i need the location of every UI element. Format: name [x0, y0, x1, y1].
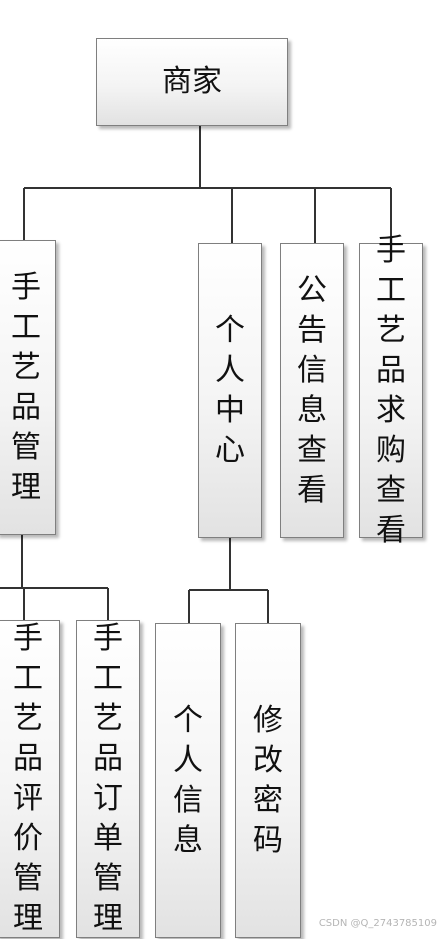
node-craft-order-manage-label: 手工艺品订单管理: [93, 621, 123, 936]
node-craft-manage-label: 手工艺品管理: [11, 269, 41, 505]
node-craft-request-view-label: 手工艺品求购查看: [376, 232, 406, 548]
node-merchant-label: 商家: [162, 64, 222, 99]
node-personal-info: 个人信息: [155, 623, 221, 938]
node-personal-info-label: 个人信息: [173, 702, 203, 858]
node-craft-review-manage-label: 手工艺品评价管理: [13, 621, 43, 936]
node-craft-order-manage: 手工艺品订单管理: [76, 620, 140, 938]
node-notice-view-label: 公告信息查看: [297, 272, 327, 508]
watermark-text: CSDN @Q_2743785109: [318, 918, 437, 929]
node-merchant: 商家: [96, 38, 288, 126]
node-change-password: 修改密码: [235, 623, 301, 938]
node-personal-center-label: 个人中心: [215, 312, 245, 468]
node-craft-manage: 手工艺品管理: [0, 240, 56, 535]
node-change-password-label: 修改密码: [253, 702, 283, 858]
node-notice-view: 公告信息查看: [280, 243, 344, 538]
node-craft-review-manage: 手工艺品评价管理: [0, 620, 60, 938]
node-craft-request-view: 手工艺品求购查看: [359, 233, 423, 548]
node-personal-center: 个人中心: [198, 243, 262, 538]
